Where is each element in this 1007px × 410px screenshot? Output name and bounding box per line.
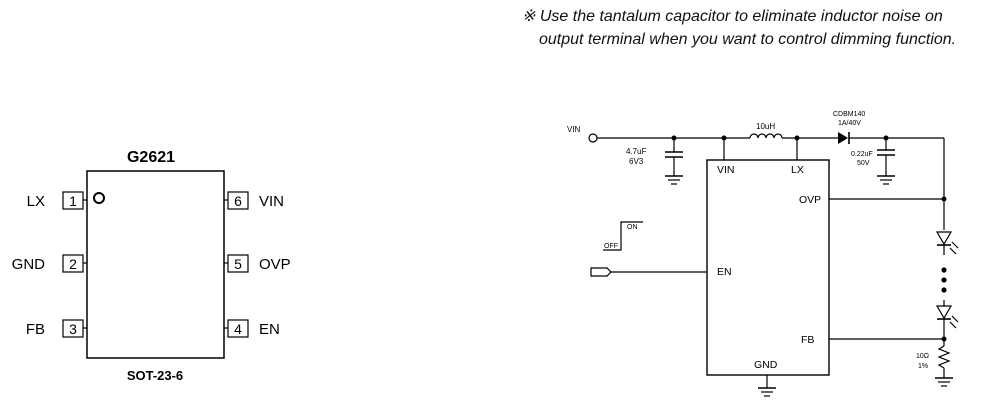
inductor-value: 10uH: [756, 122, 775, 131]
vin-input-label: VIN: [567, 125, 581, 134]
diode-rating: 1A/40V: [838, 120, 861, 127]
inductor-icon: [749, 133, 783, 139]
resistor-tolerance: 1%: [918, 363, 928, 370]
ic-pin-gnd: GND: [754, 359, 778, 371]
led-icon: [935, 305, 959, 329]
ic-pin-ovp: OVP: [799, 194, 821, 206]
en-waveform-icon: [603, 221, 643, 251]
pin-1: 1 LX: [27, 191, 87, 210]
cout-value: 0.22uF: [851, 151, 873, 158]
package-label: SOT-23-6: [127, 368, 183, 383]
pin-number: 1: [69, 193, 77, 209]
pin-3: 3 FB: [26, 319, 87, 338]
pin-5: 5 OVP: [224, 254, 291, 273]
input-capacitor-icon: [665, 138, 683, 185]
pin-label: LX: [27, 193, 45, 210]
ic-pin-lx: LX: [791, 164, 804, 176]
chip-body: [86, 170, 225, 359]
pin-number: 4: [234, 321, 242, 337]
diode-part: CDBM140: [833, 111, 865, 118]
vin-terminal-icon: [588, 133, 598, 143]
en-on-label: ON: [627, 224, 638, 231]
ic-pin-fb: FB: [801, 334, 814, 346]
ic-body: [706, 159, 830, 376]
pin-2: 2 GND: [12, 254, 87, 273]
ground-icon: [758, 375, 776, 397]
pin-label: VIN: [259, 193, 284, 210]
pin-6: 6 VIN: [224, 191, 284, 210]
cin-value: 4.7uF: [626, 147, 647, 156]
en-input-terminal-icon: [590, 267, 612, 277]
output-capacitor-icon: [877, 138, 895, 185]
pin-label: OVP: [259, 256, 291, 273]
pin-label: GND: [12, 256, 46, 273]
pin-number: 6: [234, 193, 242, 209]
pin-4: 4 EN: [224, 319, 280, 338]
cin-rating: 6V3: [629, 157, 644, 166]
led-icon: [935, 231, 959, 255]
en-off-label: OFF: [604, 243, 618, 250]
resistor-value: 10Ω: [916, 353, 929, 360]
ic-pin-en: EN: [717, 266, 732, 278]
resistor-icon: [937, 345, 951, 369]
cout-rating: 50V: [857, 160, 870, 167]
chip-name: G2621: [127, 149, 175, 166]
pinout-diagram: G2621 1 LX 2 GND 3 FB 6 VIN: [12, 149, 291, 383]
pin-label: FB: [26, 321, 45, 338]
diode-icon: [838, 132, 850, 144]
note-line-1: ※ Use the tantalum capacitor to eliminat…: [522, 8, 943, 25]
pin-number: 2: [69, 256, 77, 272]
ellipsis-dots: [941, 267, 947, 293]
note-line-2: output terminal when you want to control…: [539, 31, 957, 48]
pin-label: EN: [259, 321, 280, 338]
ic-pin-vin: VIN: [717, 164, 735, 176]
application-schematic: VIN 4.7uF 6V3 10uH C: [567, 111, 959, 397]
pin-number: 3: [69, 321, 77, 337]
pin-number: 5: [234, 256, 242, 272]
pin1-marker-icon: [93, 192, 105, 204]
